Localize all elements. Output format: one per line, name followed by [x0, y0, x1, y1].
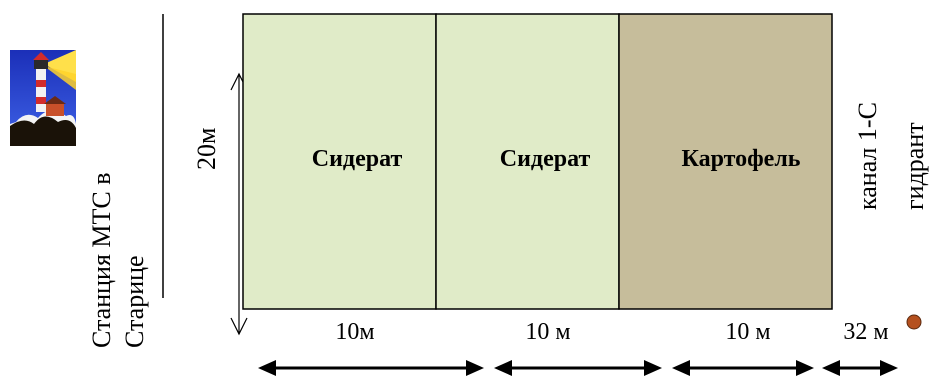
width-label-3: 10 м	[725, 319, 770, 345]
plot-siderat-2	[435, 13, 620, 310]
plot-potato	[618, 13, 833, 310]
width-label-4: 32 м	[843, 319, 888, 345]
width-arrow-3	[672, 360, 814, 376]
plot-label-siderat-1: Сидерат	[312, 146, 403, 172]
canal-label: канал 1-С	[853, 102, 882, 210]
width-arrow-1	[258, 360, 484, 376]
plot-siderat-1	[242, 13, 437, 310]
lighthouse-icon	[10, 50, 76, 146]
width-label-1: 10м	[335, 319, 374, 345]
width-arrow-2	[494, 360, 662, 376]
station-label-line2: Старице	[120, 255, 149, 348]
hydrant-label: гидрант	[900, 122, 929, 210]
width-label-2: 10 м	[525, 319, 570, 345]
height-label: 20м	[192, 128, 221, 170]
width-arrow-4	[822, 360, 898, 376]
plot-label-potato: Картофель	[681, 146, 800, 172]
station-label-line1: Станция МТС в	[87, 172, 116, 348]
plot-label-siderat-2: Сидерат	[500, 146, 591, 172]
hydrant-marker	[906, 314, 922, 330]
